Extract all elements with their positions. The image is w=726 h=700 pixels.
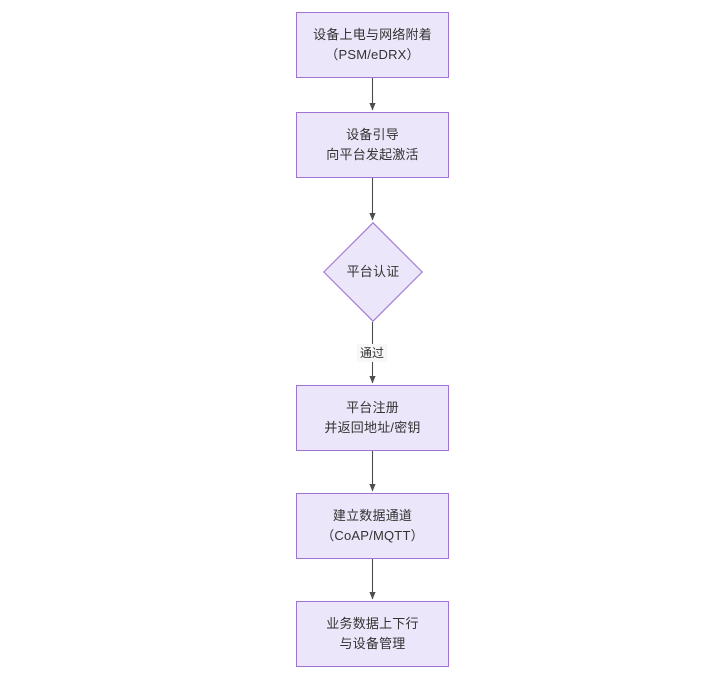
node-business-data-and-device-management[interactable]: 业务数据上下行 与设备管理 (296, 601, 449, 667)
node-device-power-on[interactable]: 设备上电与网络附着 （PSM/eDRX） (296, 12, 449, 78)
edge-label-pass: 通过 (357, 344, 388, 362)
node-platform-authentication[interactable]: 平台认证 (323, 222, 423, 322)
node-device-bootstrap-label: 设备引导 向平台发起激活 (326, 127, 419, 162)
node-device-power-on-label: 设备上电与网络附着 （PSM/eDRX） (313, 27, 432, 62)
node-platform-authentication-label: 平台认证 (346, 264, 400, 279)
node-data-channel-setup[interactable]: 建立数据通道 （CoAP/MQTT） (296, 493, 449, 559)
node-business-data-and-device-management-label: 业务数据上下行 与设备管理 (326, 616, 419, 651)
node-platform-registration[interactable]: 平台注册 并返回地址/密钥 (296, 385, 449, 451)
node-data-channel-setup-label: 建立数据通道 （CoAP/MQTT） (321, 508, 424, 543)
node-device-bootstrap[interactable]: 设备引导 向平台发起激活 (296, 112, 449, 178)
node-platform-registration-label: 平台注册 并返回地址/密钥 (324, 400, 421, 435)
diamond-shape (323, 222, 423, 322)
